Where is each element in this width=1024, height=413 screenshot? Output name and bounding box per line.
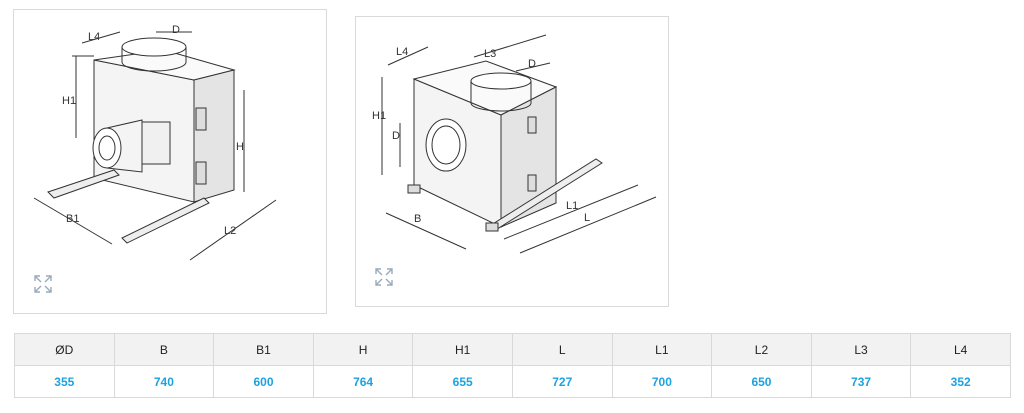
header-cell: L4 <box>910 333 1011 366</box>
label-D: D <box>172 24 180 36</box>
value-cell: 355 <box>14 365 115 398</box>
header-cell: L3 <box>810 333 912 366</box>
fan-drawing-front <box>33 31 277 261</box>
table-header-row: ØD B B1 H H1 L L1 L2 L3 L4 <box>14 333 1011 366</box>
dimensions-table: ØD B B1 H H1 L L1 L2 L3 L4 355 740 600 7… <box>14 333 1011 398</box>
table-row: 355 740 600 764 655 727 700 650 737 352 <box>14 365 1011 398</box>
value-cell: 655 <box>412 365 513 398</box>
value-cell: 700 <box>611 365 713 398</box>
label-L3: L3 <box>484 48 496 60</box>
label-L4: L4 <box>396 46 408 58</box>
header-cell: H <box>312 333 414 366</box>
header-cell: L2 <box>711 333 812 366</box>
expand-icon[interactable] <box>374 267 394 287</box>
value-cell: 737 <box>810 365 912 398</box>
label-B1: B1 <box>66 213 79 225</box>
header-cell: L1 <box>611 333 713 366</box>
label-H1: H1 <box>372 110 386 122</box>
header-cell: ØD <box>14 333 115 366</box>
value-cell: 352 <box>910 365 1011 398</box>
drawing-card-side[interactable]: L4 L3 D H1 D B L1 L <box>355 16 669 307</box>
label-B: B <box>414 213 421 225</box>
header-cell: H1 <box>412 333 513 366</box>
label-H1: H1 <box>62 95 76 107</box>
header-cell: L <box>511 333 613 366</box>
label-H: H <box>236 141 244 153</box>
label-L1: L1 <box>566 200 578 212</box>
label-L2: L2 <box>224 225 236 237</box>
value-cell: 764 <box>312 365 414 398</box>
label-D-side: D <box>392 130 400 142</box>
label-L4: L4 <box>88 31 100 43</box>
value-cell: 727 <box>511 365 613 398</box>
value-cell: 650 <box>711 365 812 398</box>
fan-drawing-side <box>381 34 657 254</box>
header-cell: B1 <box>213 333 314 366</box>
label-L: L <box>584 212 590 224</box>
drawing-card-front[interactable]: L4 D H1 H B1 L2 <box>13 9 327 314</box>
value-cell: 600 <box>213 365 314 398</box>
value-cell: 740 <box>113 365 215 398</box>
label-D-top: D <box>528 58 536 70</box>
header-cell: B <box>113 333 215 366</box>
expand-icon[interactable] <box>33 274 53 294</box>
